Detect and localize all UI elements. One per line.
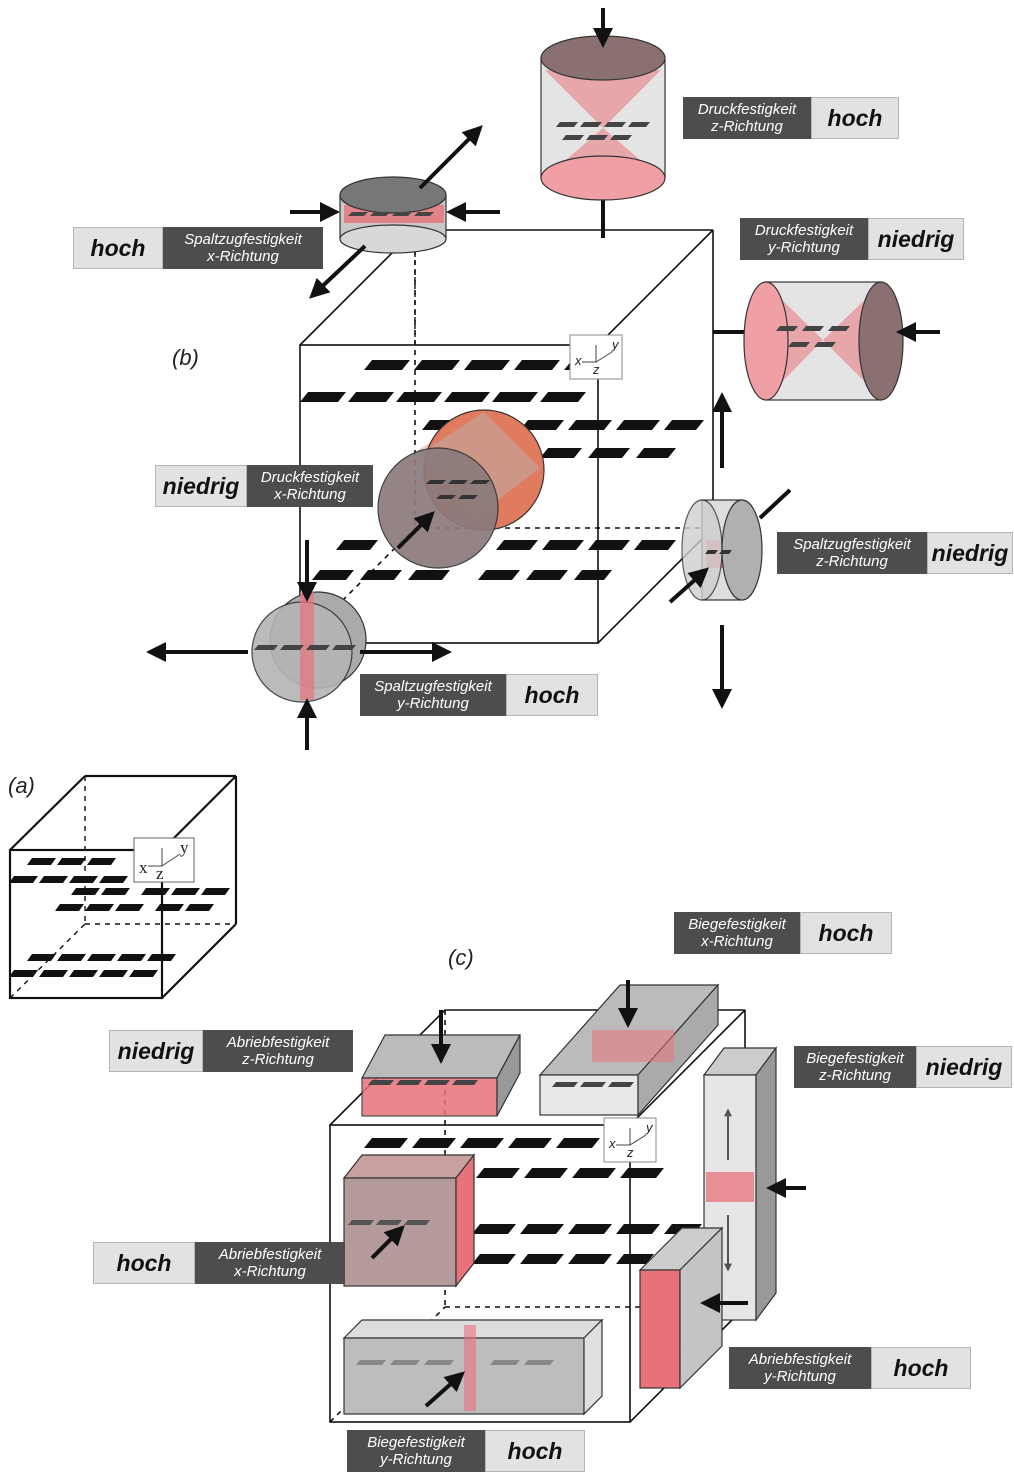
- rating: niedrig: [927, 532, 1013, 574]
- axis-x-a: x: [139, 858, 148, 878]
- rating: niedrig: [916, 1046, 1012, 1088]
- rating: hoch: [73, 227, 163, 269]
- rating: hoch: [800, 912, 892, 954]
- flakes-a: [9, 858, 230, 977]
- rating: niedrig: [155, 465, 247, 507]
- axis-y-c: y: [646, 1120, 653, 1135]
- flake-row-b4: [540, 448, 676, 458]
- axis-y-b: y: [612, 337, 619, 352]
- rating: hoch: [93, 1242, 195, 1284]
- specimen-druck-z: [541, 8, 665, 238]
- flake-row-b6: [312, 570, 612, 580]
- rating: hoch: [811, 97, 899, 139]
- axis-x-b: x: [575, 353, 582, 368]
- specimen-abrieb-z: [362, 1010, 520, 1116]
- specimen-spaltzug-z: [670, 396, 790, 705]
- specimen-spaltzug-y: [150, 540, 448, 750]
- specimen-biege-x: [540, 980, 718, 1115]
- rating: hoch: [871, 1347, 971, 1389]
- axis-z-c: z: [627, 1145, 634, 1160]
- flake-row-b5: [336, 540, 676, 550]
- specimen-biege-y: [344, 1320, 602, 1414]
- panel-label-b: (b): [172, 345, 199, 371]
- axis-z-a: z: [156, 864, 164, 884]
- rating: niedrig: [109, 1030, 203, 1072]
- rating: hoch: [485, 1430, 585, 1472]
- rating: hoch: [506, 674, 598, 716]
- specimen-druck-y: [713, 282, 940, 400]
- axis-x-c: x: [609, 1136, 616, 1151]
- axis-z-b: z: [593, 362, 600, 377]
- specimen-abrieb-x: [344, 1155, 474, 1286]
- rating: niedrig: [868, 218, 964, 260]
- panel-label-c: (c): [448, 945, 474, 971]
- cube-a: [10, 776, 236, 998]
- flake-row-b2: [300, 392, 586, 402]
- panel-label-a: (a): [8, 773, 35, 799]
- flake-row-b1: [364, 360, 602, 370]
- axis-y-a: y: [180, 838, 189, 858]
